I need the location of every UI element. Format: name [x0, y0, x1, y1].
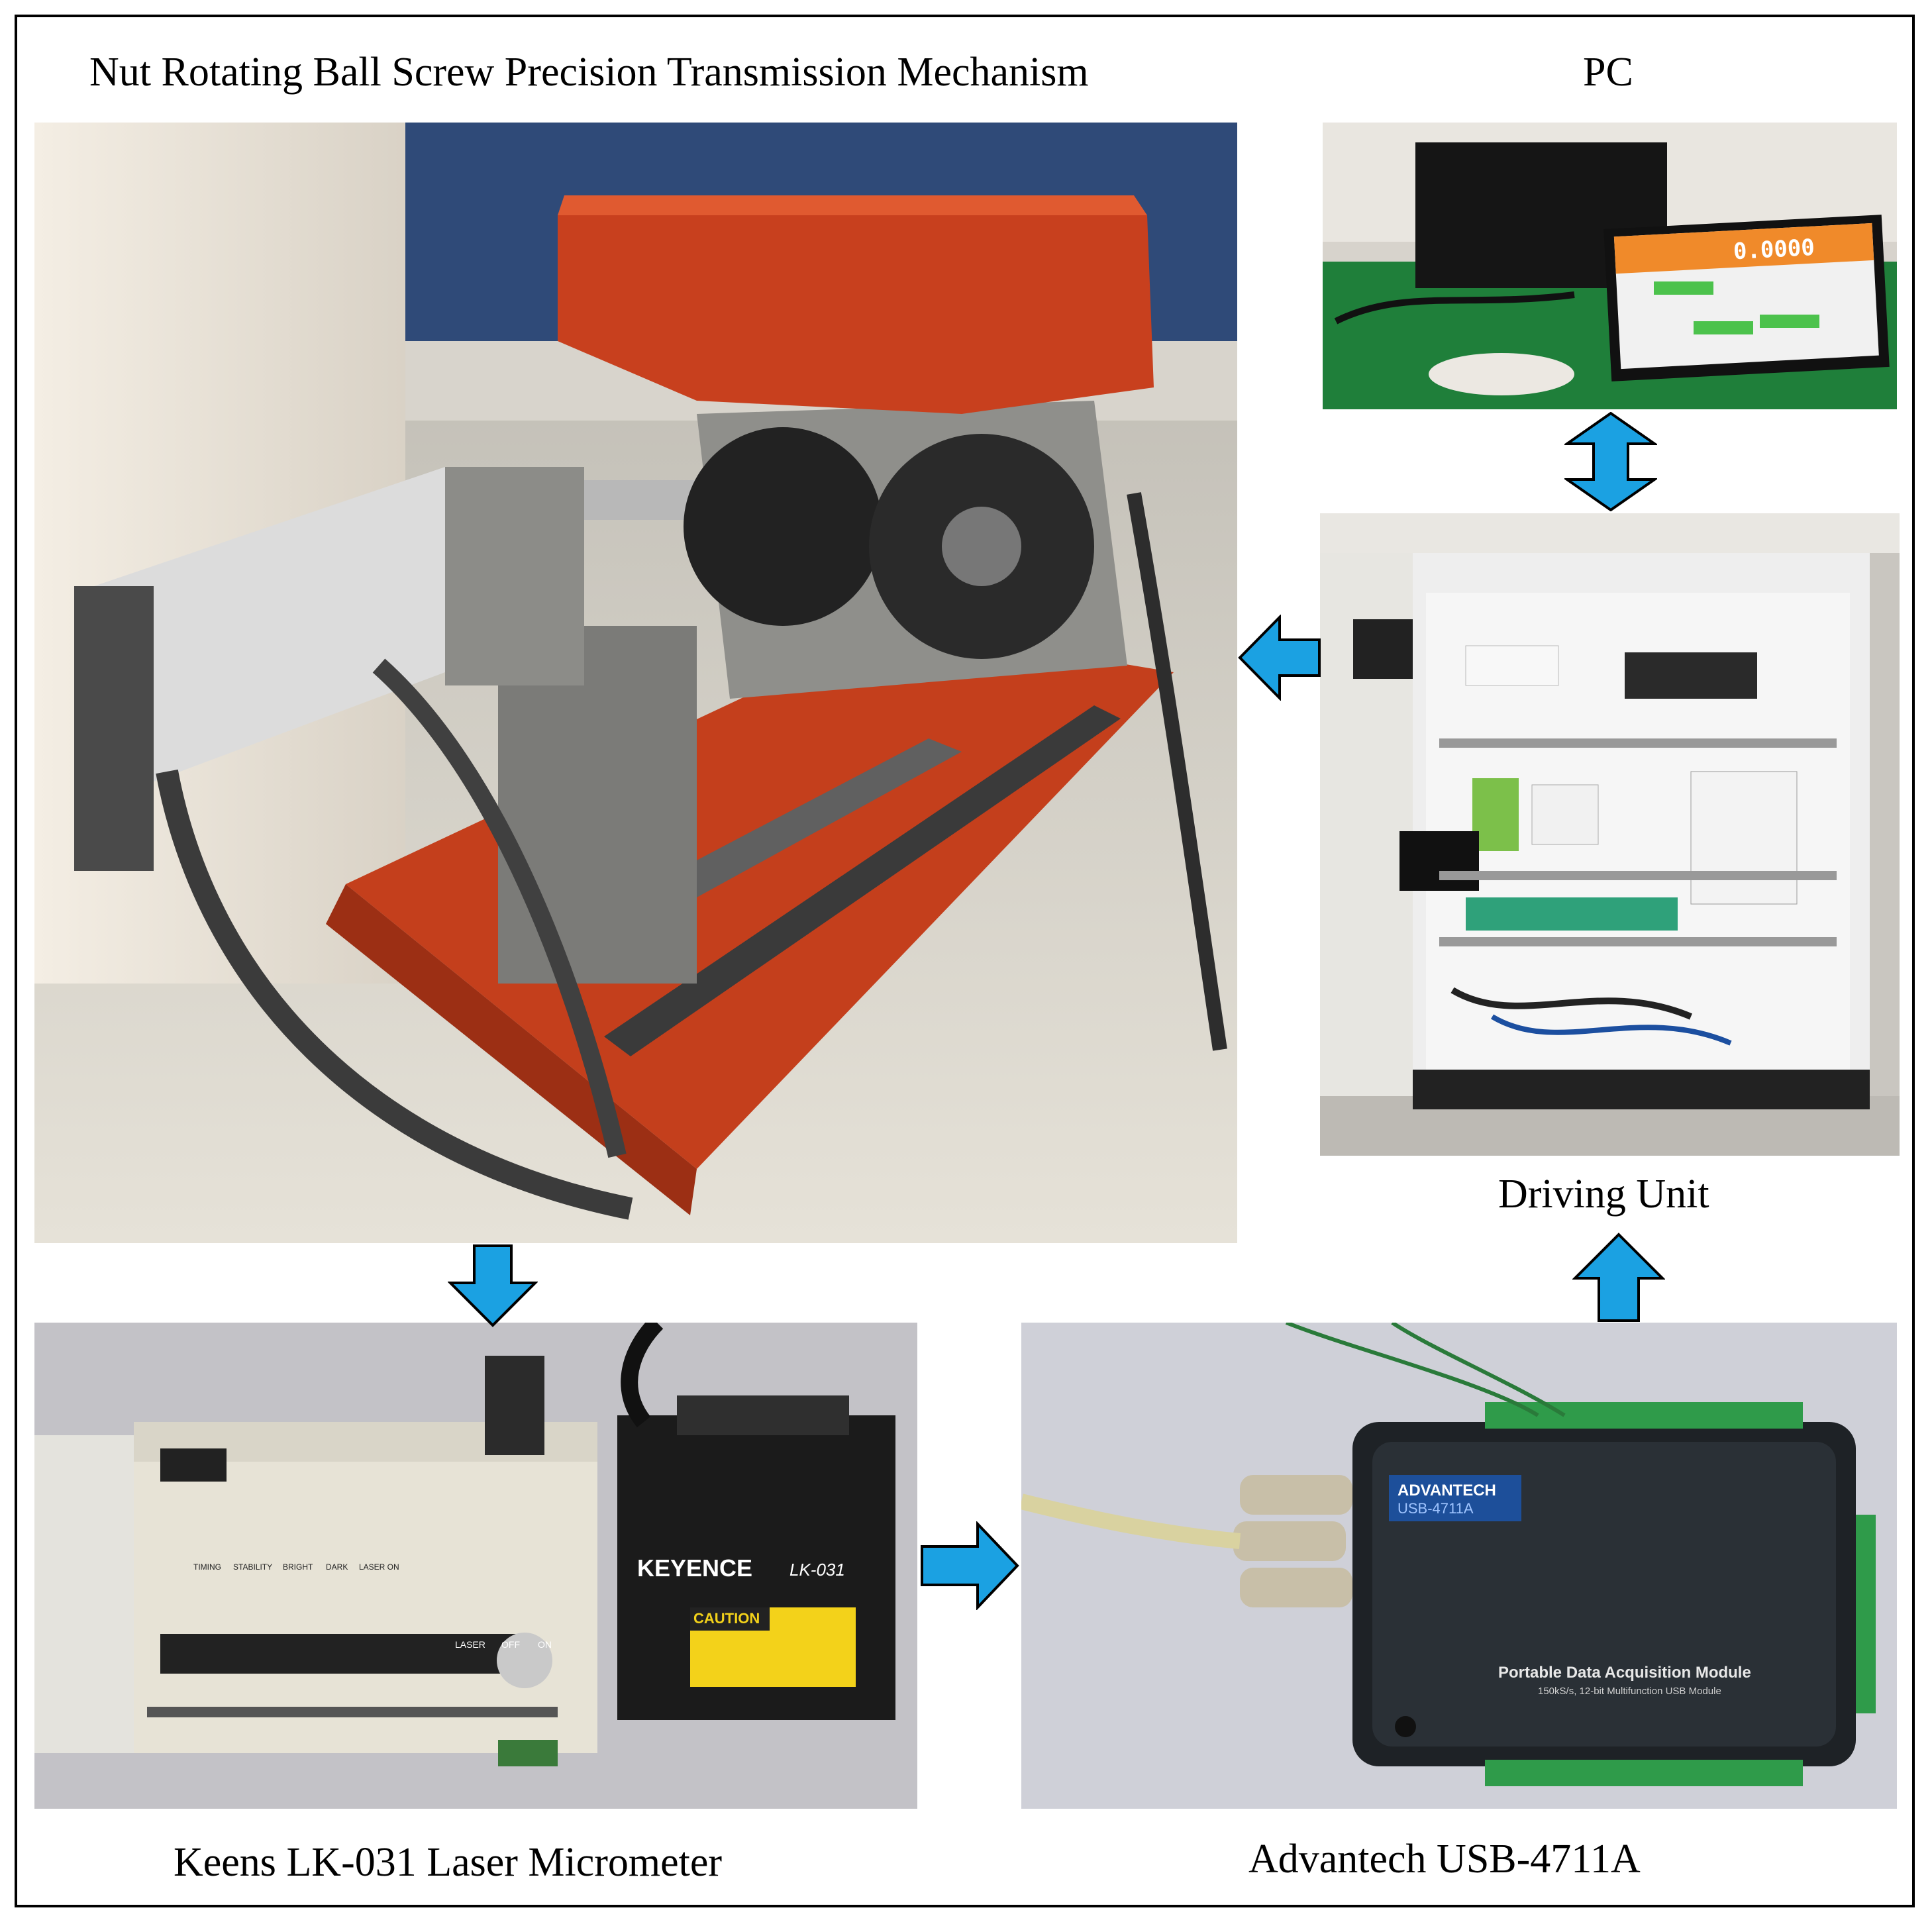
- daq-photo: ADVANTECH USB-4711A Portable Data Acquis…: [1021, 1323, 1897, 1809]
- control-label-stability: STABILITY: [233, 1562, 273, 1572]
- block-arrow-icon-down: [448, 1243, 538, 1328]
- daq-label: Advantech USB-4711A: [1248, 1837, 1641, 1882]
- block-arrow-icon-up: [1572, 1232, 1665, 1323]
- daq-brand: ADVANTECH: [1398, 1482, 1496, 1499]
- daq-subtitle: 150kS/s, 12-bit Multifunction USB Module: [1538, 1686, 1721, 1697]
- laser-switch-on: ON: [538, 1639, 552, 1650]
- keyence-brand: KEYENCE: [637, 1554, 753, 1582]
- figure-frame: [15, 15, 1915, 1907]
- daq-model: USB-4711A: [1398, 1500, 1474, 1517]
- control-label-laser-on: LASER ON: [359, 1562, 399, 1572]
- control-label-bright: BRIGHT: [283, 1562, 313, 1572]
- driving-unit-photo: [1320, 513, 1900, 1156]
- micrometer-label: Keens LK-031 Laser Micrometer: [174, 1840, 723, 1885]
- daq-title: Portable Data Acquisition Module: [1498, 1664, 1751, 1682]
- pc-label: PC: [1583, 50, 1633, 95]
- pc-screen-readout: 0.0000: [1733, 234, 1815, 266]
- block-arrow-icon-left: [1237, 615, 1322, 701]
- micrometer-photo: KEYENCE LK-031 CAUTION TIMING STABILITY …: [34, 1323, 917, 1809]
- caution-label: CAUTION: [693, 1610, 760, 1627]
- double-headed-arrow-icon: [1564, 412, 1657, 511]
- control-label-dark: DARK: [326, 1562, 348, 1572]
- laser-switch-off: OFF: [501, 1639, 520, 1650]
- driving-unit-label: Driving Unit: [1498, 1172, 1709, 1217]
- keyence-model: LK-031: [789, 1560, 845, 1580]
- control-label-timing: TIMING: [193, 1562, 221, 1572]
- laser-switch-label: LASER: [455, 1639, 485, 1650]
- mechanism-label: Nut Rotating Ball Screw Precision Transm…: [89, 50, 1089, 95]
- block-arrow-icon-right: [919, 1521, 1020, 1610]
- pc-photo: 0.0000: [1323, 123, 1897, 409]
- mechanism-photo: [34, 123, 1237, 1243]
